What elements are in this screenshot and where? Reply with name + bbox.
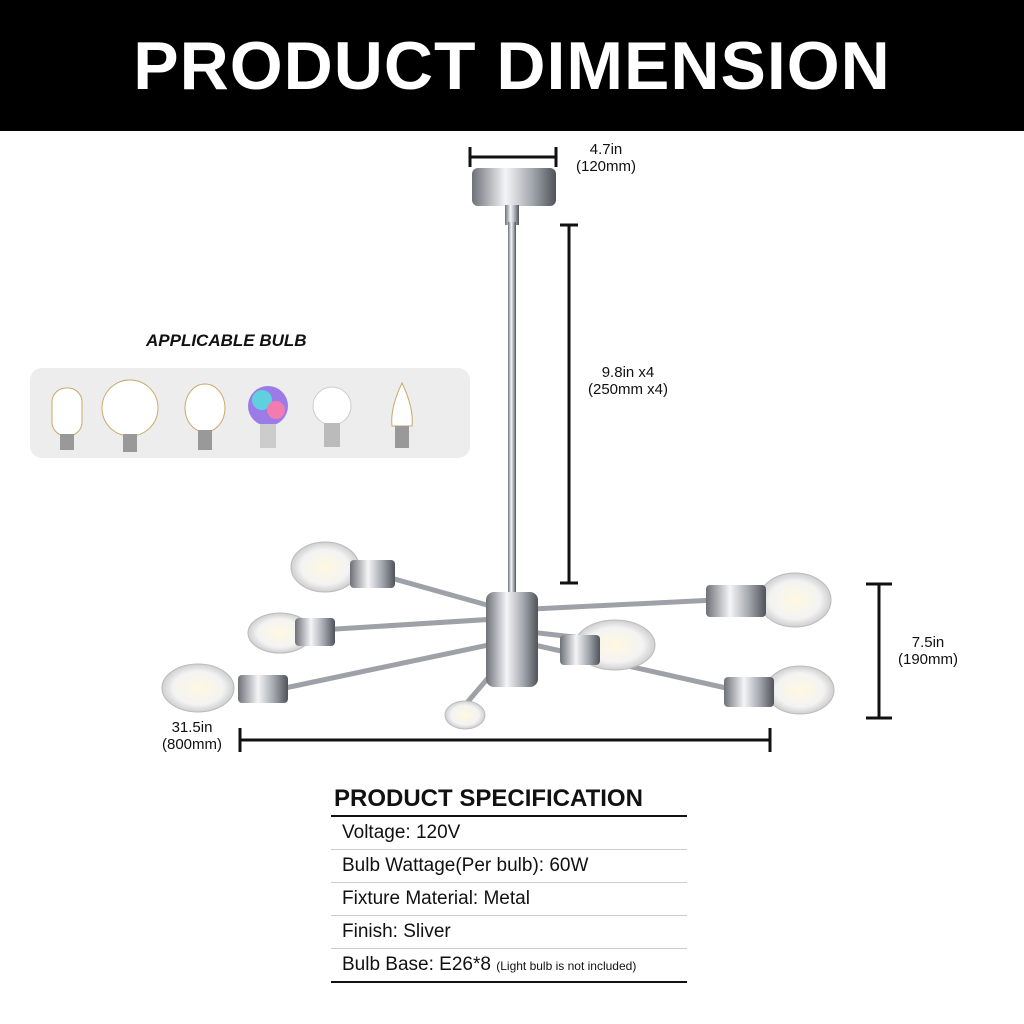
edison-filament-bulb-icon	[184, 383, 226, 450]
applicable-bulb-panel	[30, 368, 470, 458]
candle-filament-bulb-icon	[391, 381, 413, 448]
width-dimension-line	[238, 728, 772, 752]
spec-text: Bulb Wattage(Per bulb): 60W	[342, 855, 589, 876]
tube-filament-bulb-icon	[51, 387, 83, 450]
spec-title: PRODUCT SPECIFICATION	[331, 785, 687, 817]
spec-text: Voltage: 120V	[342, 822, 461, 843]
bulb-icons	[51, 379, 413, 452]
rod-dimension-label: 9.8in x4 (250mm x4)	[572, 364, 684, 398]
dim-mm: (190mm)	[897, 651, 958, 668]
dim-in: 4.7in	[589, 141, 623, 158]
spec-row-voltage: Voltage: 120V	[331, 817, 687, 850]
spec-row-material: Fixture Material: Metal	[331, 883, 687, 916]
dim-mm: (800mm)	[161, 736, 222, 753]
bulb-socket	[161, 541, 835, 730]
dim-in: 31.5in	[171, 719, 213, 736]
spec-note: (Light bulb is not included)	[496, 959, 637, 973]
header-banner: PRODUCT DIMENSION	[0, 0, 1024, 131]
canopy-dimension-label: 4.7in (120mm)	[566, 141, 646, 175]
center-hub	[486, 592, 538, 687]
dim-in: 9.8in x4	[601, 364, 655, 381]
rgb-smart-bulb-icon	[248, 386, 288, 448]
canopy-dimension-line	[468, 147, 558, 167]
rod-dimension-line	[560, 223, 578, 585]
spec-row-bulb-base: Bulb Base: E26*8 (Light bulb is not incl…	[331, 949, 687, 983]
globe-filament-bulb-icon	[101, 379, 159, 452]
height-dimension-line	[866, 582, 892, 720]
spec-text: Fixture Material: Metal	[342, 888, 530, 909]
canopy	[472, 168, 556, 225]
applicable-bulb-title: APPLICABLE BULB	[146, 331, 307, 350]
spec-row-finish: Finish: Sliver	[331, 916, 687, 949]
width-dimension-label: 31.5in (800mm)	[150, 719, 234, 753]
height-dimension-label: 7.5in (190mm)	[888, 634, 968, 668]
spec-text: Bulb Base: E26*8	[342, 954, 491, 975]
dim-mm: (120mm)	[575, 158, 636, 175]
dim-in: 7.5in	[911, 634, 945, 651]
product-specification: PRODUCT SPECIFICATION Voltage: 120V Bulb…	[331, 785, 687, 983]
led-a19-bulb-icon	[312, 386, 352, 447]
spec-row-wattage: Bulb Wattage(Per bulb): 60W	[331, 850, 687, 883]
dim-mm: (250mm x4)	[587, 381, 669, 398]
page-title: PRODUCT DIMENSION	[133, 27, 891, 104]
down-rod	[508, 222, 516, 592]
spec-text: Finish: Sliver	[342, 921, 451, 942]
